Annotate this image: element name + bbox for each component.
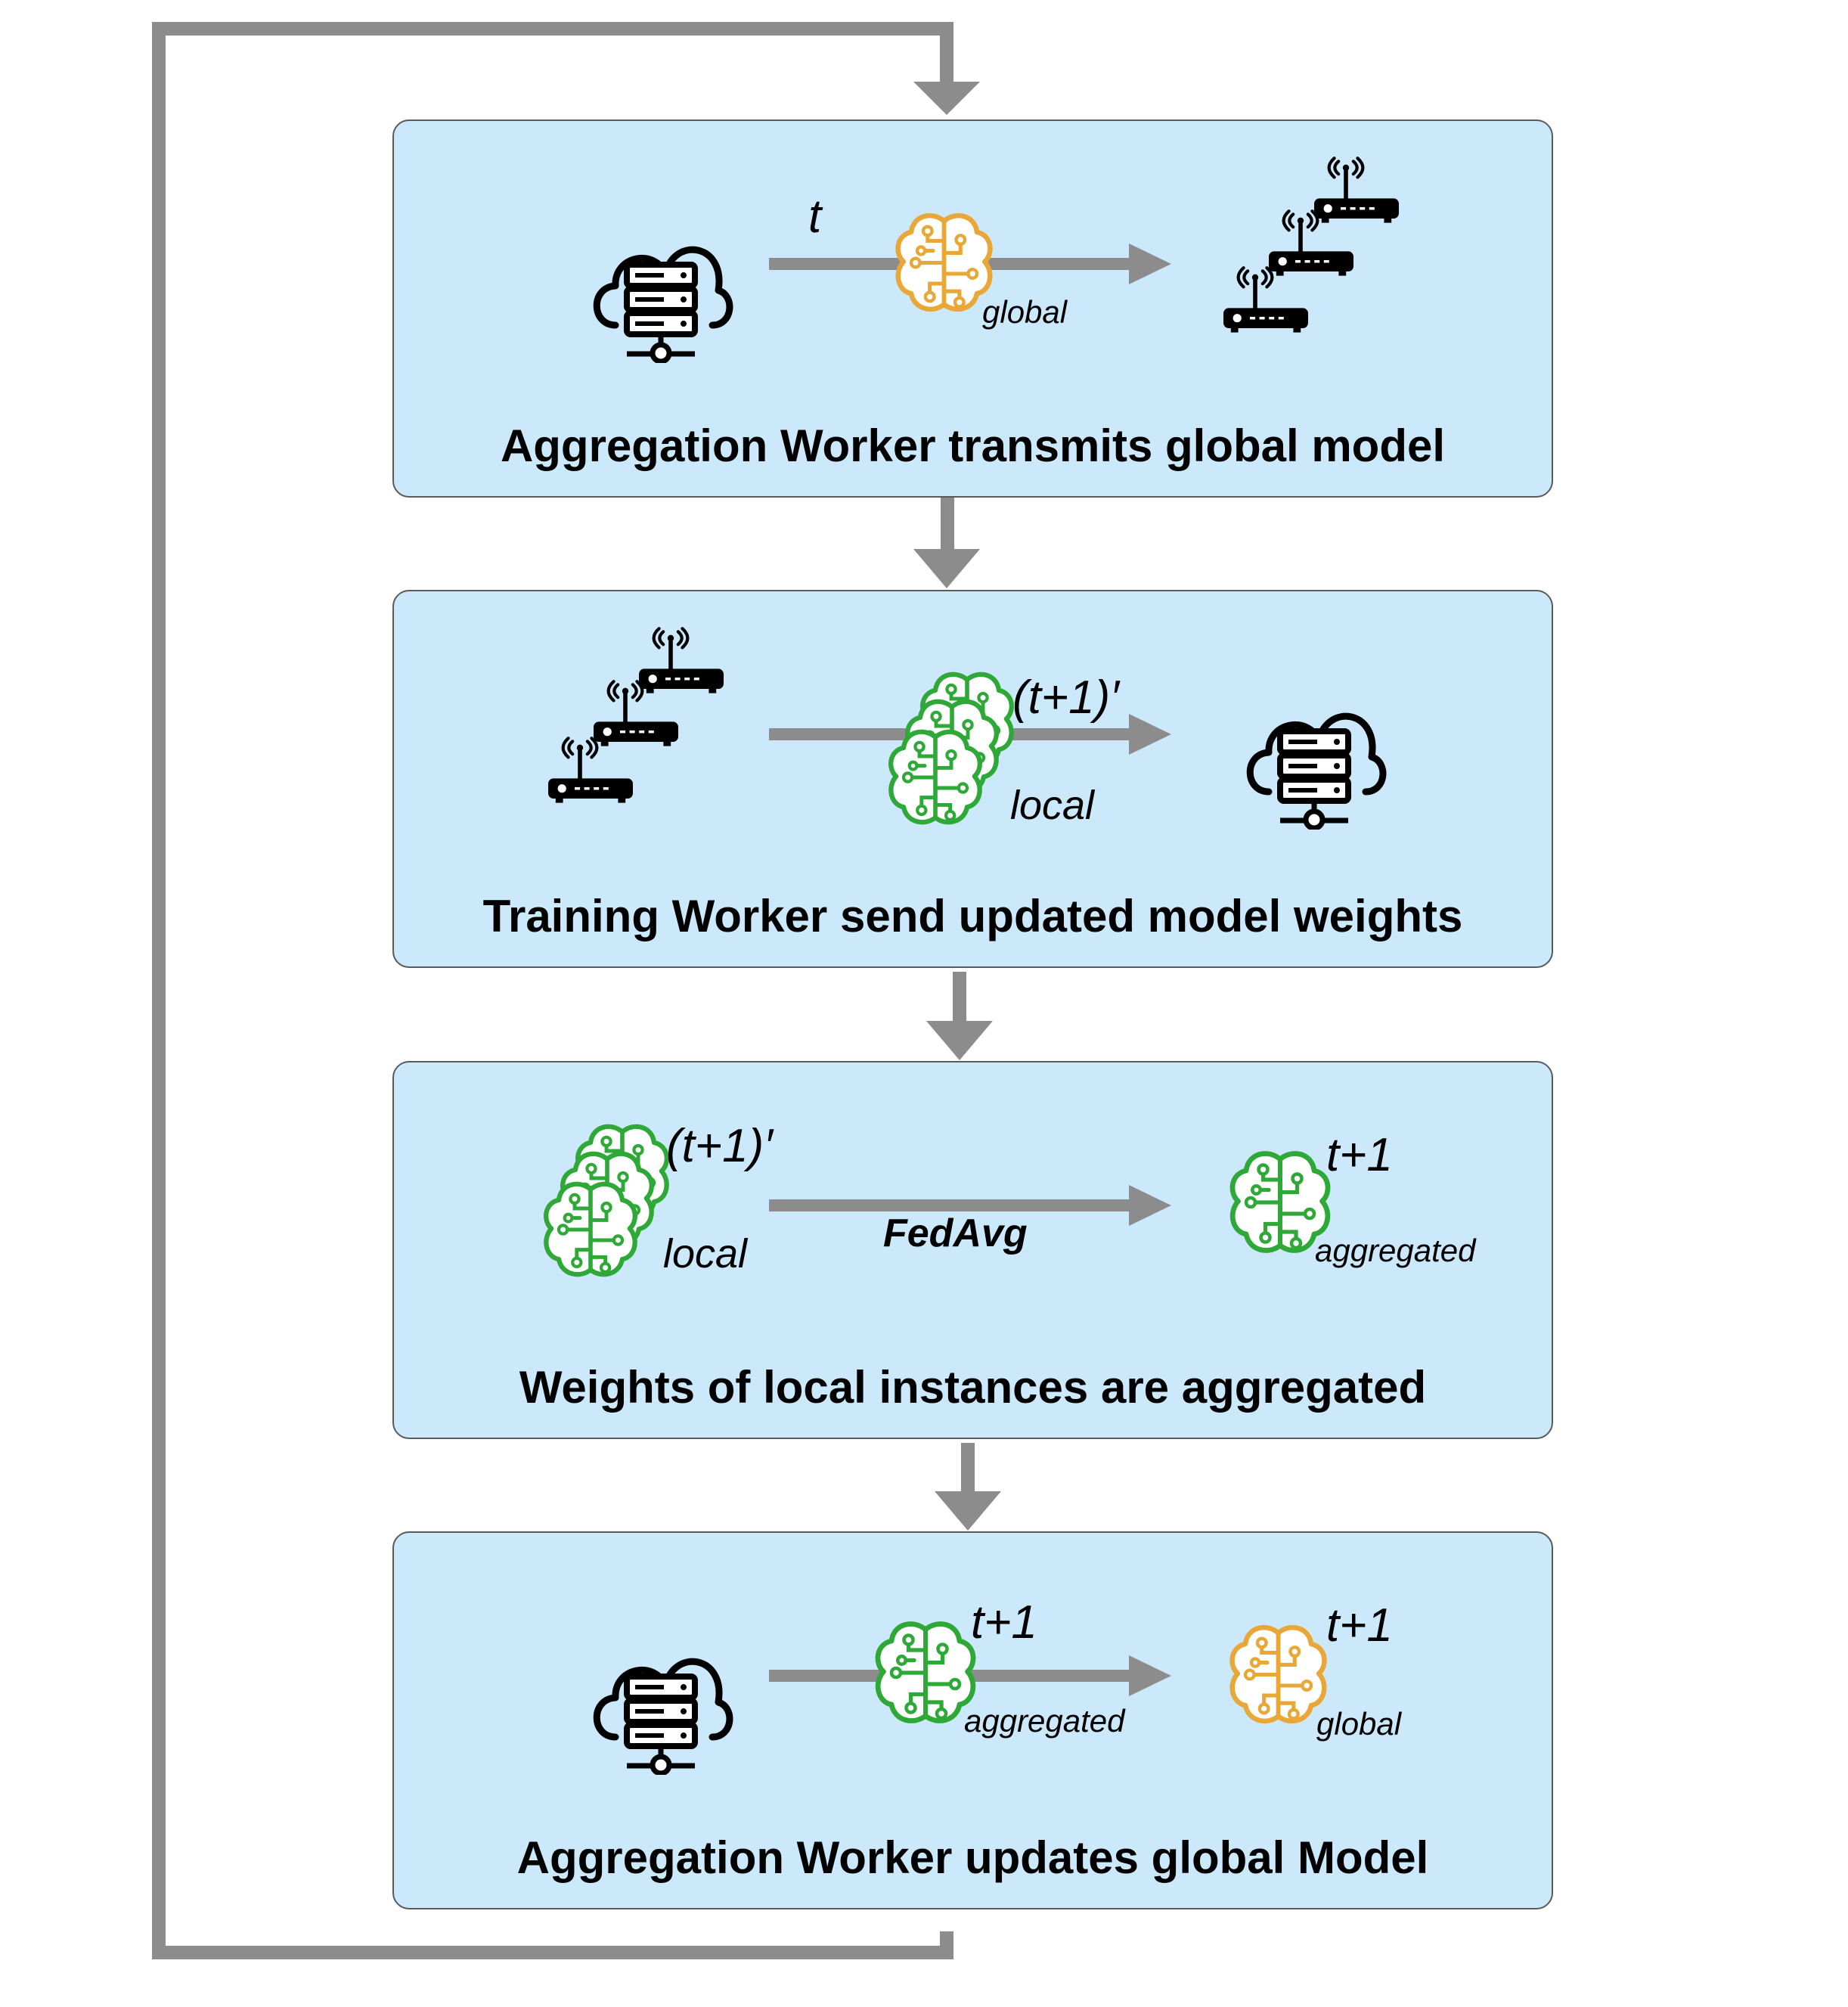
- model-scope-label: local: [1010, 783, 1095, 828]
- step-caption: Training Worker send updated model weigh…: [482, 891, 1463, 941]
- cloud-server-icon: [585, 212, 736, 363]
- model-version-label: (t+1)′: [1012, 672, 1119, 724]
- router-stack-icon: [1213, 147, 1440, 382]
- output-version-label: t+1: [1326, 1129, 1393, 1181]
- input-scope-label: local: [663, 1231, 748, 1276]
- output-scope-label: global: [1316, 1706, 1402, 1742]
- model-scope-label: global: [982, 294, 1068, 330]
- step-panel-transmit-global: t global Aggregation Worker transmits gl…: [392, 119, 1553, 498]
- model-scope-label: aggregated: [964, 1703, 1125, 1739]
- fedavg-label: FedAvg: [883, 1211, 1028, 1255]
- router-stack-icon: [538, 618, 764, 852]
- connector-1-arrowhead: [913, 549, 980, 588]
- step-caption: Aggregation Worker updates global Model: [516, 1832, 1429, 1883]
- connector-2-line: [953, 972, 966, 1026]
- step-caption: Aggregation Worker transmits global mode…: [500, 420, 1446, 471]
- cloud-server-icon: [1239, 678, 1390, 830]
- step-panel-aggregate-weights: (t+1)′ local FedAvg t+1 aggregated Weigh…: [392, 1061, 1553, 1439]
- cloud-server-icon: [585, 1624, 736, 1775]
- model-version-label: t: [808, 191, 822, 243]
- step-panel-send-local-weights: (t+1)′ local Training Worker send update…: [392, 590, 1553, 968]
- step-caption: Weights of local instances are aggregate…: [519, 1362, 1427, 1413]
- input-version-label: (t+1)′: [666, 1120, 773, 1172]
- output-version-label: t+1: [1326, 1599, 1393, 1652]
- connector-3-line: [961, 1443, 975, 1497]
- loop-back-arrowhead: [913, 82, 980, 115]
- output-scope-label: aggregated: [1315, 1233, 1476, 1268]
- connector-2-arrowhead: [926, 1021, 993, 1060]
- model-version-label: t+1: [971, 1596, 1037, 1649]
- step-panel-update-global: t+1 aggregated t+1 global Aggregation Wo…: [392, 1531, 1553, 1909]
- fedavg-arrow: [769, 1185, 1171, 1226]
- connector-1-line: [941, 498, 954, 555]
- connector-3-arrowhead: [935, 1491, 1001, 1531]
- loop-back-line: [152, 22, 953, 1959]
